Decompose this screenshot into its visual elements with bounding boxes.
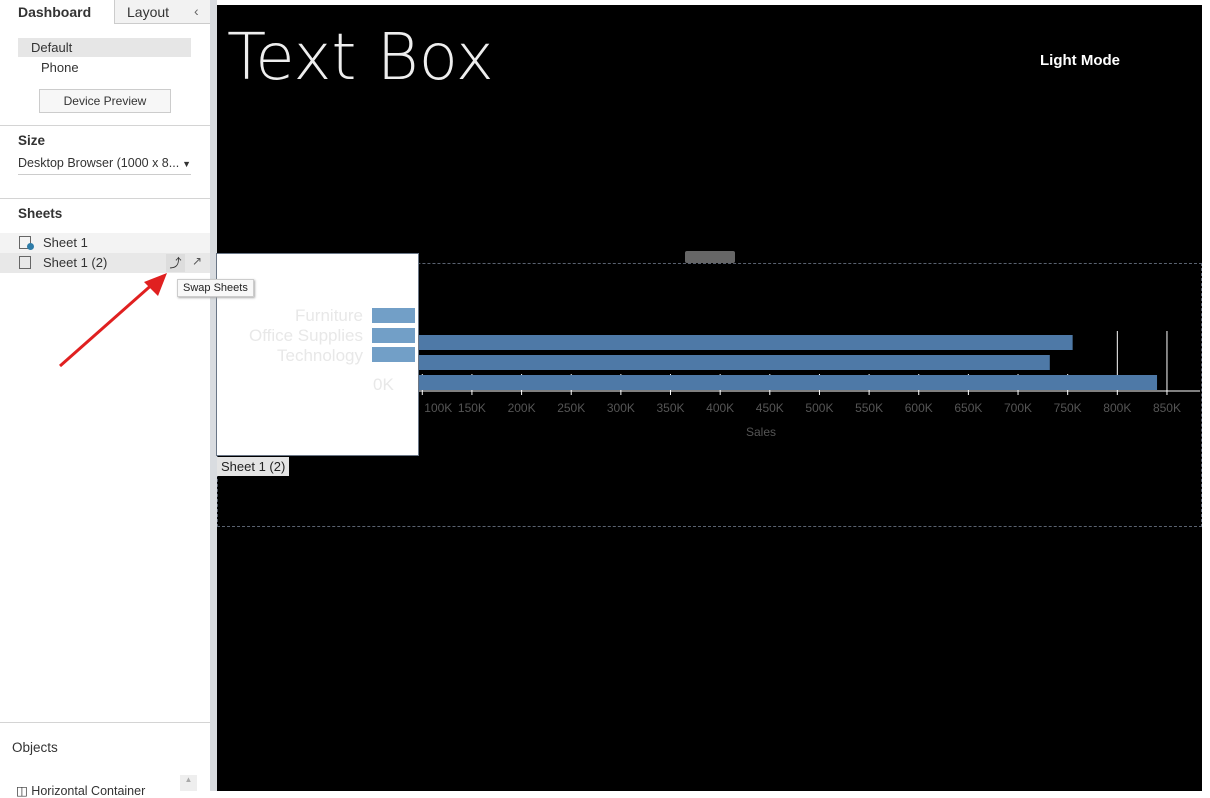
sheets-heading: Sheets	[18, 206, 63, 221]
size-dropdown[interactable]: Desktop Browser (1000 x 8...▼	[18, 156, 191, 175]
tab-layout[interactable]: Layout	[114, 0, 210, 24]
x-tick-label: 400K	[706, 401, 734, 415]
x-tick-label: 200K	[508, 401, 536, 415]
x-axis-label: Sales	[746, 425, 777, 439]
thumbnail-labels: Furniture Office Supplies Technology	[249, 306, 363, 366]
thumbnail-axis-label: 0K	[373, 375, 394, 394]
check-badge-icon	[27, 243, 34, 250]
worksheet-icon	[19, 256, 31, 269]
light-mode-button[interactable]: Light Mode	[1040, 52, 1120, 69]
divider	[0, 722, 210, 723]
right-strip	[1202, 0, 1210, 791]
thumbnail-bar	[372, 308, 415, 323]
x-tick-label: 350K	[656, 401, 684, 415]
bar-office-supplies[interactable]	[408, 355, 1050, 370]
x-tick-label: 700K	[1004, 401, 1032, 415]
chart-svg: 100K 150K 200K 250K 300K 350K 400K 450K 500K 550K…	[408, 331, 1200, 415]
x-tick-label: 300K	[607, 401, 635, 415]
size-heading: Size	[18, 133, 46, 148]
tab-dashboard[interactable]: Dashboard	[18, 4, 92, 20]
sheet-thumbnail-preview: Furniture Office Supplies Technology 0K	[216, 253, 419, 456]
x-tick-label: 550K	[855, 401, 883, 415]
x-tick-label: 250K	[557, 401, 585, 415]
sheet-label: Sheet 1 (2)	[43, 255, 108, 270]
sheet-container[interactable]: 100K 150K 200K 250K 300K 350K 400K 450K 500K 550K…	[217, 263, 1202, 527]
x-tick-label: 850K	[1153, 401, 1181, 415]
panel-scrollbar[interactable]	[210, 0, 217, 791]
sheet-caption: Sheet 1 (2)	[217, 457, 290, 476]
x-tick-label: 450K	[756, 401, 784, 415]
x-tick-label: 750K	[1054, 401, 1082, 415]
divider	[0, 125, 210, 126]
tooltip: Swap Sheets	[177, 279, 254, 297]
dropdown-arrow-icon: ▼	[182, 159, 191, 169]
sales-bar-chart: 100K 150K 200K 250K 300K 350K 400K 450K 500K 550K…	[218, 264, 1203, 528]
thumbnail-label: Office Supplies	[248, 326, 363, 345]
x-tick-label: 150K	[458, 401, 486, 415]
bar-technology[interactable]	[408, 375, 1158, 390]
scroll-up-button[interactable]: ▲	[180, 775, 197, 791]
swap-sheets-icon[interactable]: ⤴	[166, 254, 185, 272]
thumbnail-bar	[372, 328, 415, 343]
open-external-icon[interactable]: ↗	[192, 254, 203, 268]
device-default[interactable]: Default	[18, 38, 191, 57]
x-tick-label: 500K	[805, 401, 833, 415]
device-preview-button[interactable]: Device Preview	[39, 89, 171, 113]
bar-furniture[interactable]	[408, 335, 1073, 350]
thumbnail-label: Technology	[276, 346, 363, 365]
x-tick-label: 100K	[424, 401, 452, 415]
container-icon: ◫	[16, 784, 32, 798]
red-arrow-annotation	[59, 273, 167, 368]
dashboard-side-panel: Dashboard Layout ‹ Default Phone Device …	[0, 0, 210, 798]
x-tick-label: 800K	[1103, 401, 1131, 415]
sheet-label: Sheet 1	[43, 235, 88, 250]
device-phone[interactable]: Phone	[41, 60, 79, 75]
collapse-chevron-icon[interactable]: ‹	[194, 3, 199, 19]
sheet-item-2[interactable]: Sheet 1 (2) ⤴ ↗	[0, 253, 210, 273]
size-value: Desktop Browser (1000 x 8...	[18, 156, 180, 170]
worksheet-icon	[19, 236, 31, 249]
text-box-title[interactable]: Text Box	[227, 21, 494, 95]
thumbnail-bar	[372, 347, 415, 362]
thumbnail-label: Furniture	[294, 306, 363, 325]
drag-handle[interactable]	[685, 251, 735, 263]
divider	[0, 198, 210, 199]
x-tick-label: 650K	[954, 401, 982, 415]
sheet-item-1[interactable]: Sheet 1	[0, 233, 210, 253]
x-tick-label: 600K	[905, 401, 933, 415]
objects-heading: Objects	[12, 740, 58, 755]
